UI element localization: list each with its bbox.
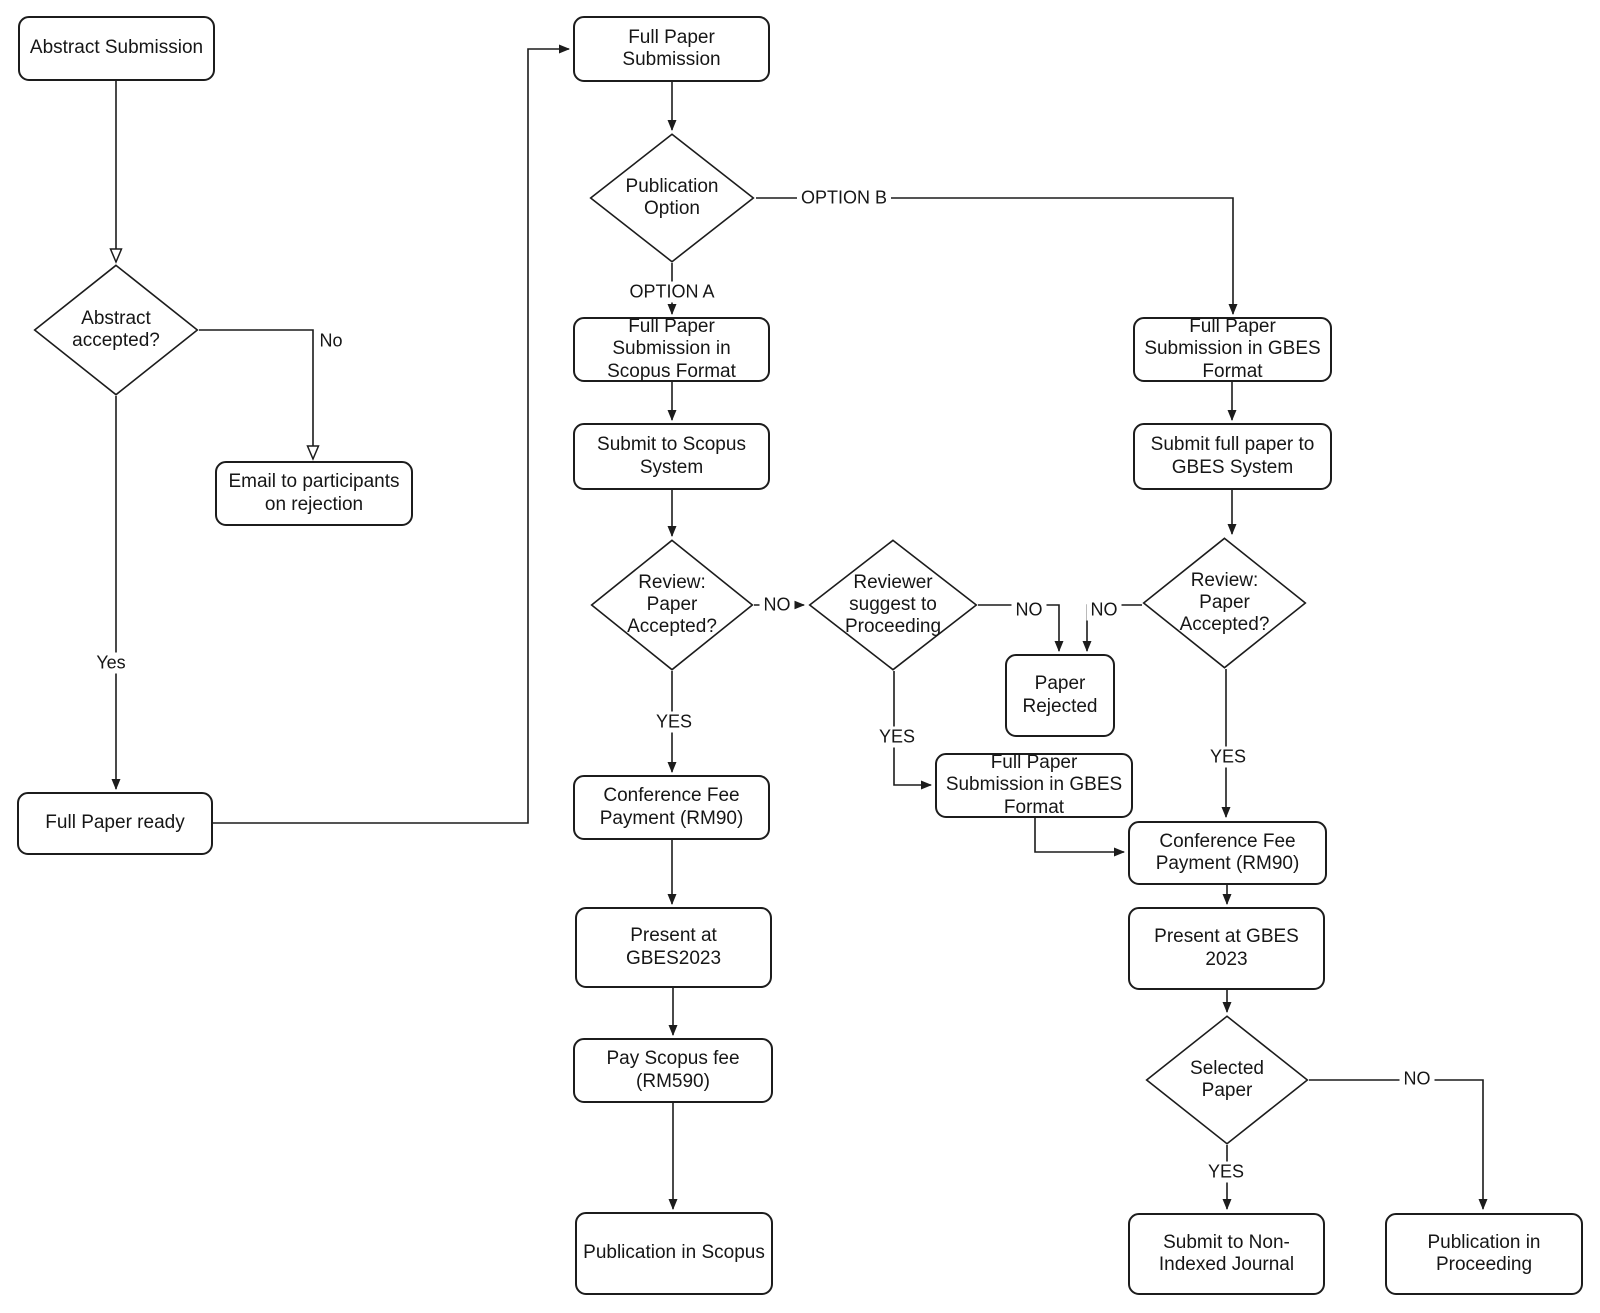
edge-label-no-review-b: NO: [1086, 599, 1122, 621]
edge-ready-to-fullpaper-submission: [213, 44, 570, 824]
node-conference-fee-a: Conference Fee Payment (RM90): [573, 775, 770, 840]
edge-accepted-no-to-email: [199, 329, 313, 459]
decision-abstract-accepted: Abstract accepted?: [33, 264, 199, 396]
edge-option-b-to-gbes-format: [756, 197, 1238, 315]
edge-gbes-small-to-conference-fee-b: [1034, 818, 1125, 857]
node-submit-gbes-system: Submit full paper to GBES System: [1133, 423, 1332, 490]
diamond-shape: [1142, 537, 1307, 669]
edge-reviewer-no-to-rejected: [978, 604, 1064, 652]
edge-label-yes-reviewer: YES: [874, 726, 920, 748]
node-paper-rejected: Paper Rejected: [1005, 654, 1115, 737]
diamond-shape: [1145, 1015, 1309, 1145]
node-submit-scopus-system: Submit to Scopus System: [573, 423, 770, 490]
node-abstract-submission: Abstract Submission: [18, 16, 215, 81]
edge-label-no: No: [315, 330, 347, 352]
decision-review-paper-accepted-b: Review: Paper Accepted?: [1142, 537, 1307, 669]
node-conference-fee-b: Conference Fee Payment (RM90): [1128, 821, 1327, 885]
decision-selected-paper: Selected Paper: [1145, 1015, 1309, 1145]
node-full-paper-submission: Full Paper Submission: [573, 16, 770, 82]
edge-label-yes: Yes: [92, 652, 130, 674]
edge-label-no-review-a: NO: [759, 594, 795, 616]
edge-label-no-selected: NO: [1399, 1068, 1435, 1090]
diamond-shape: [590, 539, 754, 671]
diamond-shape: [808, 539, 978, 671]
node-full-paper-scopus-format: Full Paper Submission in Scopus Format: [573, 316, 770, 382]
diamond-shape: [589, 133, 755, 263]
decision-review-paper-accepted-a: Review: Paper Accepted?: [590, 539, 754, 671]
edge-label-yes-review-b: YES: [1205, 746, 1251, 768]
edge-selected-no-to-proceeding: [1309, 1079, 1488, 1210]
node-present-gbes2023-a: Present at GBES2023: [575, 907, 772, 988]
edge-label-option-a: OPTION A: [625, 281, 719, 303]
node-submit-non-indexed: Submit to Non-Indexed Journal: [1128, 1213, 1325, 1295]
edge-label-yes-review-a: YES: [651, 711, 697, 733]
node-publication-proceeding: Publication in Proceeding: [1385, 1213, 1583, 1295]
node-pay-scopus-fee: Pay Scopus fee (RM590): [573, 1038, 773, 1103]
node-full-paper-ready: Full Paper ready: [17, 792, 213, 855]
node-full-paper-gbes-format: Full Paper Submission in GBES Format: [1133, 316, 1332, 382]
node-full-paper-gbes-format-small: Full Paper Submission in GBES Format: [935, 752, 1133, 818]
edge-label-option-b: OPTION B: [796, 187, 892, 209]
decision-reviewer-suggest-proceeding: Reviewer suggest to Proceeding: [808, 539, 978, 671]
diamond-shape: [33, 264, 199, 396]
edge-label-no-reviewer: NO: [1011, 599, 1047, 621]
node-present-gbes-2023-b: Present at GBES 2023: [1128, 907, 1325, 990]
node-email-rejection: Email to participants on rejection: [215, 461, 413, 526]
node-publication-scopus: Publication in Scopus: [575, 1212, 773, 1295]
decision-publication-option: Publication Option: [589, 133, 755, 263]
edge-label-yes-selected: YES: [1203, 1161, 1249, 1183]
edge-reviewer-yes-to-gbes-small: [893, 671, 932, 790]
